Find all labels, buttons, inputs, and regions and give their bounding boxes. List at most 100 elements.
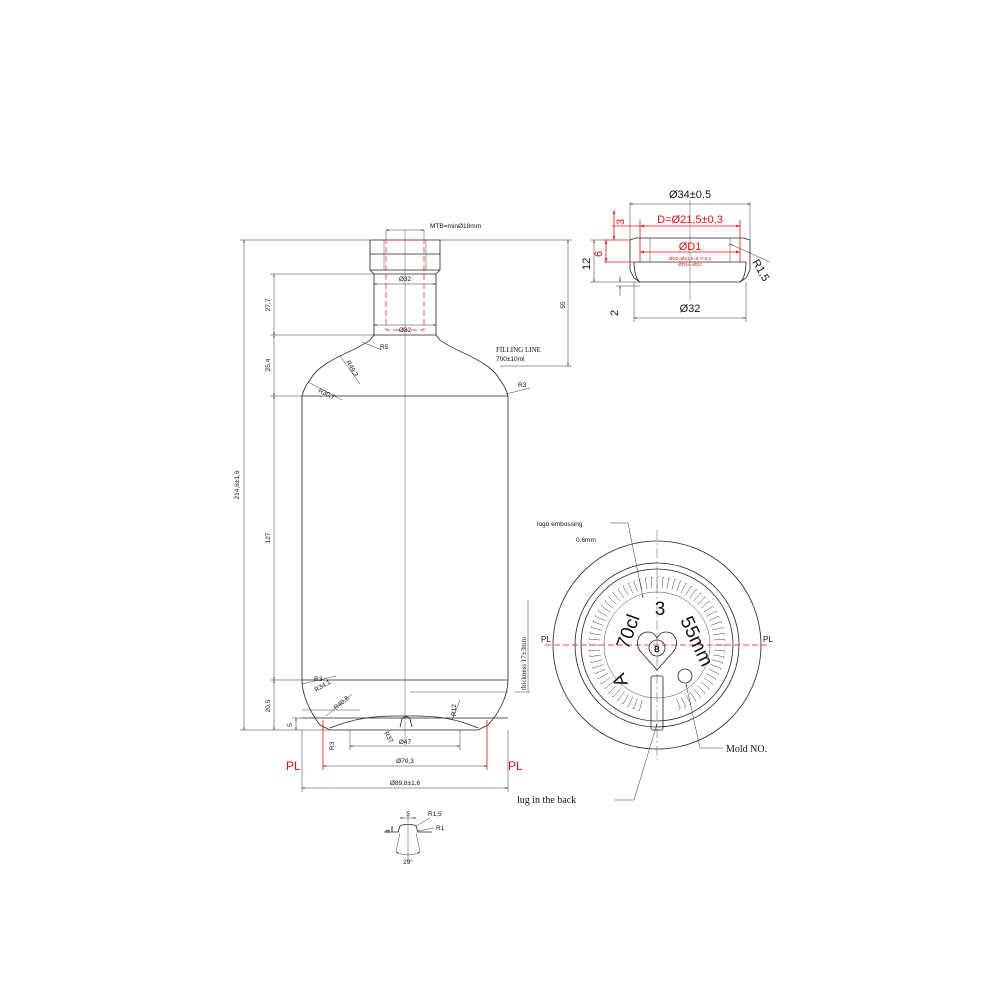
knurl-tick <box>608 595 617 605</box>
heart-logo-icon <box>637 631 677 671</box>
mold-no-label: Mold NO. <box>726 744 767 755</box>
emboss-volume: 70cl <box>613 612 645 652</box>
knurl-tick <box>600 604 611 613</box>
knurl-tick <box>600 677 611 685</box>
detail-height-label: 4 <box>385 829 392 833</box>
knurl-tick <box>597 609 608 617</box>
fill-height-label: 55 <box>560 301 567 309</box>
lug-callout-label: lug in the back <box>517 795 576 806</box>
knurl-tick <box>588 643 600 646</box>
mold-number-dot <box>677 668 693 684</box>
knurl-tick <box>676 580 682 592</box>
knurl-tick <box>592 664 604 669</box>
knurl-tick <box>713 654 725 659</box>
logo-letter-b: B <box>654 645 660 654</box>
heel-height-label: 20,5 <box>265 699 272 712</box>
bottom-pl-right: PL <box>763 635 773 644</box>
knurl-tick <box>621 694 629 705</box>
finish-outer-dia-label: Ø34±0.5 <box>669 189 711 201</box>
radius-r5-label: R5 <box>380 344 389 351</box>
knurl-tick <box>612 591 621 602</box>
knurl-tick <box>644 577 648 589</box>
knurl-tick <box>676 698 681 710</box>
finish-dim-2-label: 2 <box>609 310 621 316</box>
knurling-ring <box>588 576 726 712</box>
filling-volume-label: 700±10ml <box>496 356 525 363</box>
knurl-tick <box>700 681 710 691</box>
knurl-tick <box>689 691 697 702</box>
bottle-outline <box>301 239 509 731</box>
lug-mark <box>650 675 664 731</box>
logo-depth-label: 0.6mm <box>576 537 596 544</box>
vertical-dimensions <box>240 239 374 731</box>
knurl-tick <box>693 592 703 602</box>
neck-height-label: 27,7 <box>265 298 272 311</box>
radius-r30-7-label: R30,7 <box>317 387 336 401</box>
knurl-tick <box>708 615 720 622</box>
knurl-tick <box>622 585 629 596</box>
knurl-tick <box>700 600 711 609</box>
knurl-tick <box>603 681 614 690</box>
knurl-tick <box>697 685 706 695</box>
emboss-height: 55mm <box>675 613 716 670</box>
knurl-tick <box>706 610 717 617</box>
radius-r3-base-label: R3 <box>329 741 336 750</box>
knurl-tick <box>632 698 638 710</box>
knurl-tick <box>712 627 724 631</box>
thickness-label: thickness 17±3mm <box>520 636 528 690</box>
dia-89-8-label: Ø89,8±1,6 <box>390 780 421 787</box>
shoulder-height-label: 25,4 <box>265 358 272 371</box>
finish-base-dia-label: Ø32 <box>680 303 701 315</box>
knurl-tick <box>713 649 725 653</box>
knurl-tick <box>592 620 604 626</box>
detail-angle-label: 29° <box>403 858 413 866</box>
parting-line-right: PL <box>508 759 523 773</box>
knurl-tick <box>607 685 617 694</box>
knurl-tick <box>671 578 677 590</box>
neck-top-dia-label: Ø32 <box>399 276 412 283</box>
knurl-tick <box>650 576 653 589</box>
knurl-tick <box>666 577 671 589</box>
knurl-tick <box>708 668 719 676</box>
knurl-tick <box>595 614 606 622</box>
radius-r37-label: R37 <box>382 731 394 745</box>
dia-70-3-label: Ø70,3 <box>396 758 414 765</box>
knurl-tick <box>689 588 698 599</box>
dia-47-label: Ø47 <box>399 739 412 746</box>
lug-detail-view: 5 R1,5 R1 4 29° <box>384 811 445 866</box>
knurl-tick <box>616 691 625 702</box>
knurl-tick <box>685 585 693 596</box>
mtb-label: MTB=minØ18mm <box>430 223 481 230</box>
neck-bottom-dia-label: Ø32 <box>399 327 412 334</box>
knurl-tick <box>637 700 643 712</box>
knurl-tick <box>697 596 707 605</box>
knurl-tick <box>589 654 601 658</box>
logo-embossing-label: logo embossing <box>537 521 583 528</box>
knurl-tick <box>589 637 601 641</box>
knurl-tick <box>656 576 659 588</box>
knurl-tick <box>685 694 692 705</box>
knurl-tick <box>588 649 601 652</box>
finish-d2-note: ØD2=Ø21,5+0,7/-0,5 <box>669 256 712 261</box>
radius-r3-shoulder-label: R3 <box>518 382 527 389</box>
bottom-pl-left: PL <box>541 635 551 644</box>
knurl-tick <box>713 638 726 641</box>
base-ring-height-label: 5 <box>287 723 294 727</box>
bottom-view: PL PL B 70cl 3 55mm A logo embossing 0.6… <box>517 521 773 806</box>
filling-line-label: FILLING LINE <box>496 346 541 354</box>
radius-r12-label: R12 <box>451 704 458 716</box>
total-height-label: 214,6±1,6 <box>234 470 241 499</box>
bottle-side-view: 214,6±1,6 27,7 25,4 127 20,5 5 55 FILLIN… <box>234 223 572 792</box>
knurl-tick <box>706 673 717 681</box>
knurl-tick <box>703 677 714 686</box>
finish-d-dia-label: D=Ø21,5±0,3 <box>657 214 723 226</box>
detail-width-label: 5 <box>406 811 410 818</box>
knurl-tick <box>693 688 702 699</box>
knurl-tick <box>597 673 608 680</box>
knurl-tick <box>712 659 724 665</box>
knurl-tick <box>680 583 688 594</box>
knurl-tick <box>710 621 722 626</box>
knurl-tick <box>590 659 602 663</box>
finish-d1-label: ØD1 <box>679 241 702 253</box>
